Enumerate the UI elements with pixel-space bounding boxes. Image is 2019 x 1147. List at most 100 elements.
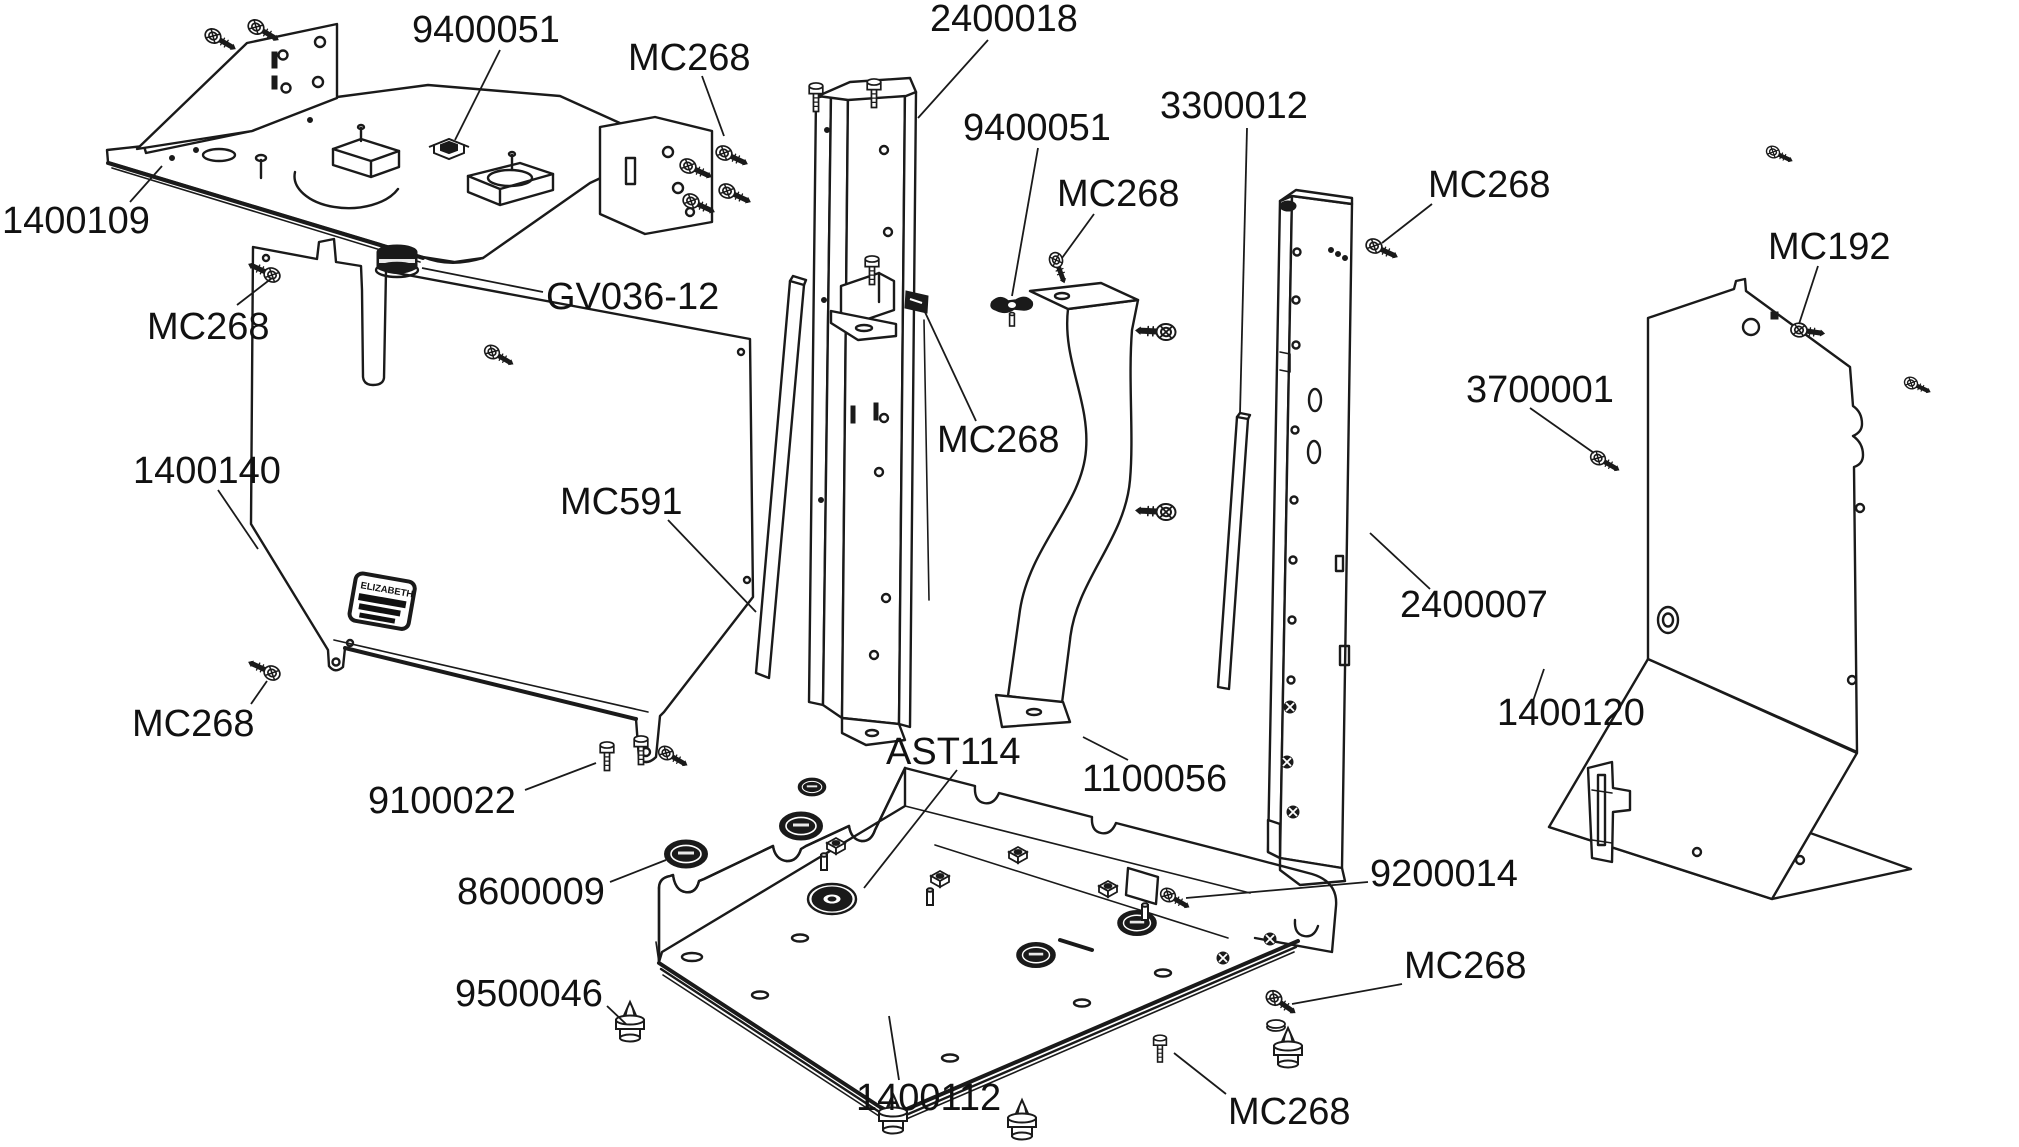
square-nut-icon — [930, 870, 950, 888]
ast114-grommet — [806, 882, 858, 916]
part-label-3300012: 3300012 — [1160, 85, 1308, 127]
philips-screw-icon — [1136, 502, 1176, 520]
part-label-mc268-left: MC268 — [147, 306, 270, 348]
part-1400120-rear-panel — [1547, 277, 1913, 901]
part-1100056-bracket — [994, 281, 1176, 729]
part-label-mc268-mid: MC268 — [937, 419, 1060, 461]
part-label-1100056: 1100056 — [1082, 758, 1227, 800]
part-label-gv036-12: GV036-12 — [546, 276, 719, 318]
philips-screw-icon — [1903, 375, 1933, 397]
hex-bolt-icon — [1152, 1034, 1168, 1063]
philips-screw-icon — [203, 26, 239, 55]
part-label-9400051-mid: 9400051 — [963, 107, 1111, 149]
part-1400112-base-pan — [655, 766, 1338, 1123]
leader-line-1400109 — [129, 165, 163, 203]
part-label-mc192: MC192 — [1768, 226, 1891, 268]
leader-line-3700001 — [1529, 407, 1595, 454]
square-nut-icon — [1008, 846, 1028, 864]
part-label-1400112: 1400112 — [856, 1077, 1001, 1119]
philips-screw-icon — [1262, 931, 1278, 947]
leader-line-ast114 — [863, 769, 958, 889]
part-label-2400018: 2400018 — [930, 0, 1078, 40]
pin-stud-icon — [1008, 311, 1016, 327]
washer-icon — [1266, 1019, 1286, 1032]
philips-screw-icon — [246, 656, 282, 683]
pin-stud-icon — [1141, 902, 1149, 921]
leader-line-2400018 — [917, 39, 989, 119]
leader-line-1400112 — [888, 1015, 900, 1081]
philips-screw-icon — [1279, 754, 1295, 770]
leader-line-1100056 — [1082, 736, 1129, 761]
leader-line-mc268-left — [236, 277, 273, 306]
part-2400018-channel — [807, 76, 930, 747]
philips-screw-icon — [1158, 886, 1192, 913]
part-label-8600009: 8600009 — [457, 871, 605, 913]
leader-line-mc268-bottom — [1173, 1052, 1227, 1095]
leader-line-1400140 — [217, 489, 259, 550]
part-1400140-side-panel: ELIZABETH — [249, 237, 755, 764]
philips-screw-icon — [1285, 804, 1301, 820]
part-label-9400051-top: 9400051 — [412, 9, 560, 51]
leader-line-1400120 — [1531, 668, 1545, 705]
part-label-mc591: MC591 — [560, 481, 683, 523]
oval-grommet-icon — [1016, 941, 1056, 969]
part-1400109-top-plate — [105, 22, 714, 264]
square-nut-icon — [1098, 880, 1118, 898]
leader-line-mc268-center — [1061, 213, 1095, 259]
hex-bolt-icon — [599, 741, 615, 772]
philips-screw-icon — [656, 744, 690, 771]
part-label-mc268-center: MC268 — [1057, 173, 1180, 215]
part-label-9100022: 9100022 — [368, 780, 516, 822]
push-foot-icon — [1007, 1099, 1037, 1141]
leader-line-mc268-top — [701, 75, 725, 137]
leader-line-mc192 — [1798, 265, 1819, 325]
part-label-2400007: 2400007 — [1400, 584, 1548, 626]
oval-grommet-icon — [664, 839, 708, 869]
part-label-1400120: 1400120 — [1497, 692, 1645, 734]
leader-line-9200014 — [1185, 881, 1369, 899]
part-label-9500046: 9500046 — [455, 973, 603, 1015]
oval-grommet-icon — [1117, 909, 1157, 937]
part-label-mc268-bottom: MC268 — [1228, 1091, 1351, 1133]
part-label-1400140: 1400140 — [133, 450, 281, 492]
brand-sticker: ELIZABETH — [347, 571, 417, 631]
part-label-mc268-lower-right: MC268 — [1404, 945, 1527, 987]
part-label-mc268-lower-left: MC268 — [132, 703, 255, 745]
leader-line-2400007 — [1369, 532, 1431, 590]
part-2400007-channel — [1266, 188, 1354, 887]
philips-screw-icon — [1282, 699, 1298, 715]
leader-line-mc268-lower-left — [250, 680, 268, 705]
oval-grommet-icon — [797, 777, 827, 797]
leader-line-mc268-lower-right — [1291, 983, 1403, 1005]
leader-line-mc591 — [667, 519, 757, 613]
philips-screw-icon — [1047, 251, 1070, 285]
philips-screw-icon — [714, 143, 750, 170]
philips-screw-icon — [1215, 950, 1231, 966]
leader-line-mc268-mid — [923, 309, 977, 422]
pin-stud-icon — [926, 887, 934, 906]
part-label-9200014: 9200014 — [1370, 853, 1518, 895]
push-foot-icon — [615, 1001, 645, 1043]
part-label-mc268-right: MC268 — [1428, 164, 1551, 206]
oval-grommet-icon — [779, 811, 823, 841]
philips-screw-icon — [1136, 322, 1176, 340]
pin-stud-icon — [820, 852, 828, 871]
leader-line-9400051-mid — [1011, 147, 1039, 297]
leader-line-gv036-12 — [421, 267, 544, 293]
philips-screw-icon — [1765, 144, 1795, 166]
philips-screw-icon — [1364, 236, 1400, 263]
leader-line-3300012 — [1239, 127, 1248, 415]
part-mc591-strip — [754, 274, 808, 680]
wing-clip-icon — [990, 296, 1034, 314]
part-label-3700001: 3700001 — [1466, 369, 1614, 411]
leader-line-9400051-top — [454, 49, 501, 141]
part-label-mc268-top: MC268 — [628, 37, 751, 79]
part-label-1400109: 1400109 — [2, 200, 150, 242]
part-3300012-strip — [1216, 411, 1252, 691]
part-label-ast114: AST114 — [886, 731, 1020, 773]
leader-line-9100022 — [524, 762, 597, 791]
philips-screw-icon — [717, 181, 753, 208]
